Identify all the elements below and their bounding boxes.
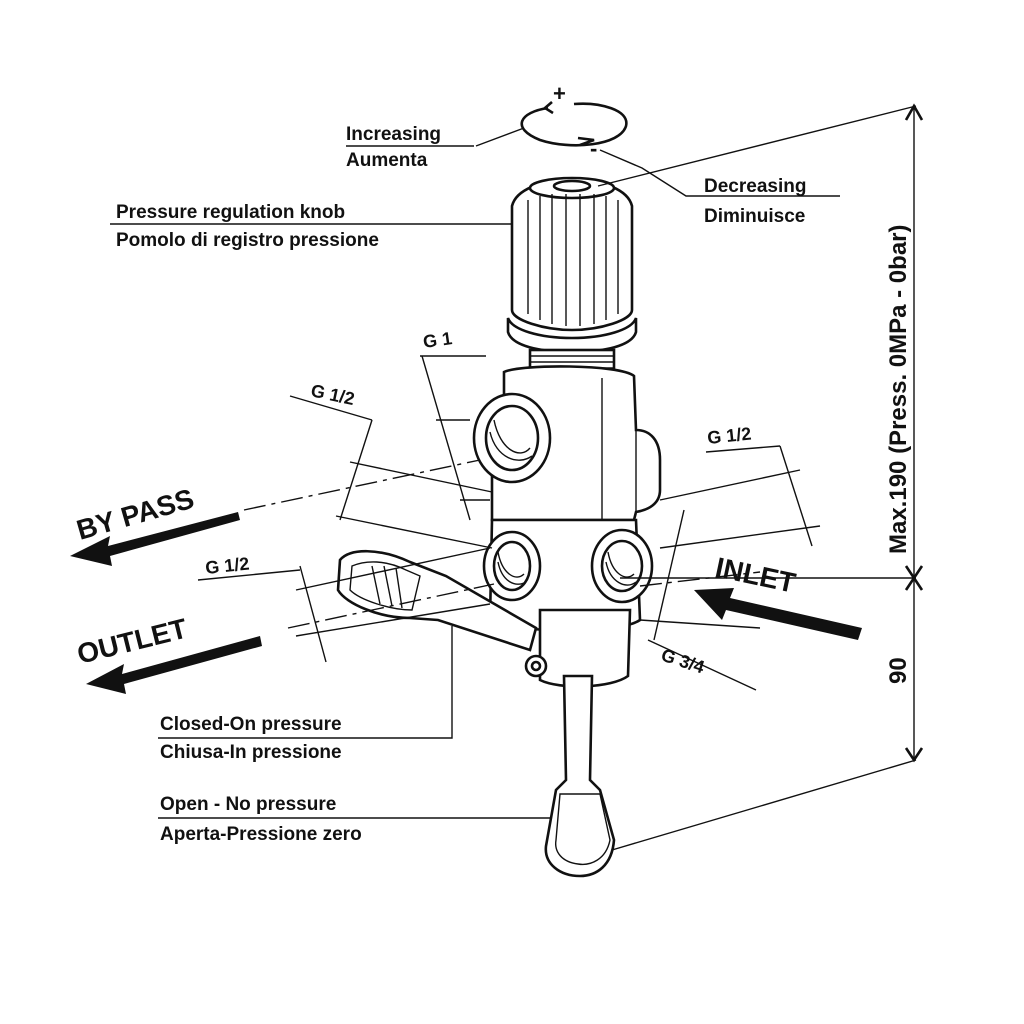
thread-inlet: G 3/4 [659,645,707,678]
height-dimension: Max.190 (Press. 0MPa - 0bar) [885,225,912,555]
knob-label-it: Pomolo di registro pressione [116,230,379,251]
decreasing-label-it: Diminuisce [704,206,805,227]
bypass-arrow [70,512,240,566]
thread-bypass: G 1/2 [309,380,356,409]
closed-label-en: Closed-On pressure [160,714,342,735]
valve-body [472,365,662,688]
thread-inlet-side: G 1/2 [706,423,752,447]
minus-sign: - [590,136,597,161]
inlet-arrow [694,588,862,640]
outlet-arrow [86,636,262,694]
plus-sign: + [553,81,566,106]
closed-label-it: Chiusa-In pressione [160,742,342,763]
lever-closed [336,549,538,652]
open-label-it: Aperta-Pressione zero [160,824,362,845]
rotation-indicator: + - [520,81,628,161]
decreasing-label-en: Decreasing [704,176,806,197]
thread-g1: G 1 [422,328,454,352]
increasing-label-en: Increasing [346,124,441,145]
lower-dimension: 90 [885,657,912,684]
knob-label-en: Pressure regulation knob [116,202,345,223]
pressure-knob [506,176,638,354]
thread-outlet: G 1/2 [204,553,250,577]
lever-open [544,674,616,878]
leader-lines [110,103,924,851]
increasing-label-it: Aumenta [346,150,428,171]
open-label-en: Open - No pressure [160,794,336,815]
